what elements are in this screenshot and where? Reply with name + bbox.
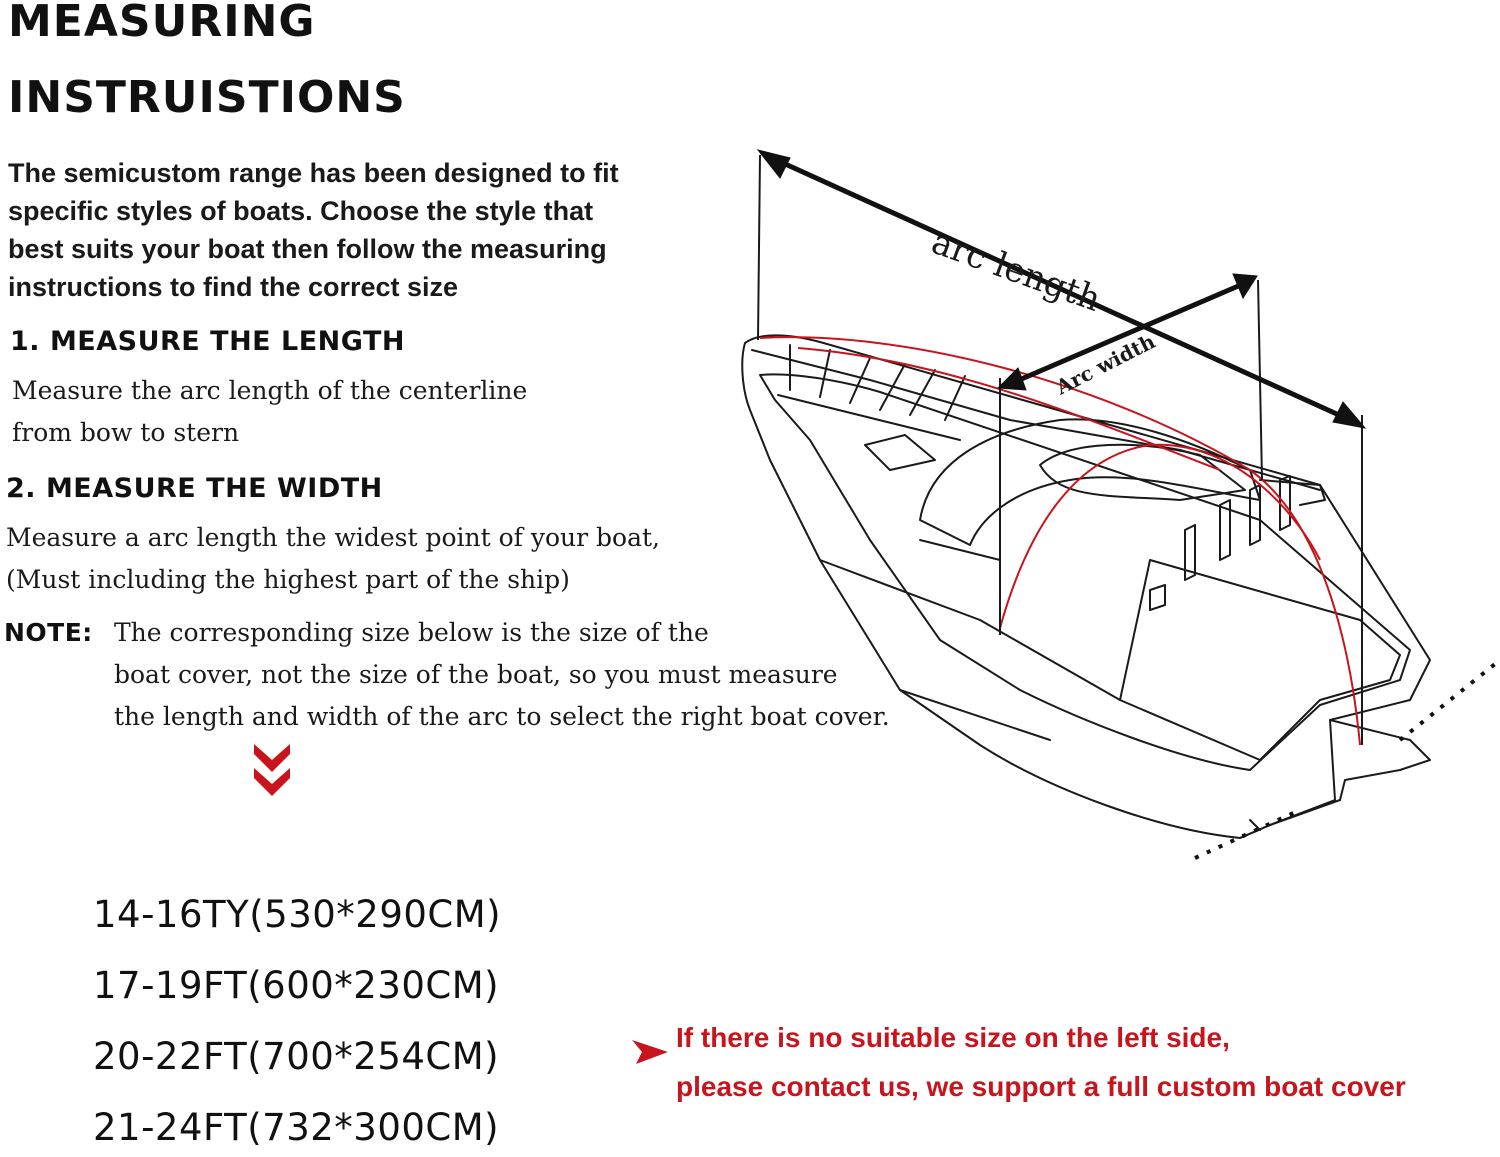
step1-line: from bow to stern: [12, 418, 240, 447]
note-label: NOTE:: [4, 618, 93, 647]
intro-paragraph: The semicustom range has been designed t…: [8, 154, 708, 306]
intro-line: instructions to find the correct size: [8, 272, 459, 302]
page-title-line1: MEASURING: [8, 0, 316, 47]
note-line: The corresponding size below is the size…: [114, 618, 709, 647]
step2-heading: 2. MEASURE THE WIDTH: [6, 473, 383, 504]
arc-width-label: Arc width: [1052, 329, 1159, 400]
intro-line: best suits your boat then follow the mea…: [8, 234, 607, 264]
step1-line: Measure the arc length of the centerline: [12, 376, 528, 405]
step2-line: Measure a arc length the widest point of…: [6, 523, 660, 552]
note-line: boat cover, not the size of the boat, so…: [114, 660, 838, 689]
arc-length-label: arc length: [926, 222, 1106, 320]
size-option: 20-22FT(700*254CM): [93, 1035, 500, 1078]
step1-heading: 1. MEASURE THE LENGTH: [10, 326, 405, 357]
note-line: the length and width of the arc to selec…: [114, 702, 890, 731]
step2-line: (Must including the highest part of the …: [6, 565, 570, 594]
page-title-line2: INSTRUISTIONS: [8, 72, 406, 123]
intro-line: The semicustom range has been designed t…: [8, 158, 619, 188]
size-option: 17-19FT(600*230CM): [93, 964, 500, 1007]
contact-line: please contact us, we support a full cus…: [676, 1071, 1406, 1102]
size-option: 21-24FT(732*300CM): [93, 1106, 500, 1149]
size-option: 14-16TY(530*290CM): [93, 893, 502, 936]
intro-line: specific styles of boats. Choose the sty…: [8, 196, 594, 226]
contact-line: If there is no suitable size on the left…: [676, 1022, 1230, 1053]
